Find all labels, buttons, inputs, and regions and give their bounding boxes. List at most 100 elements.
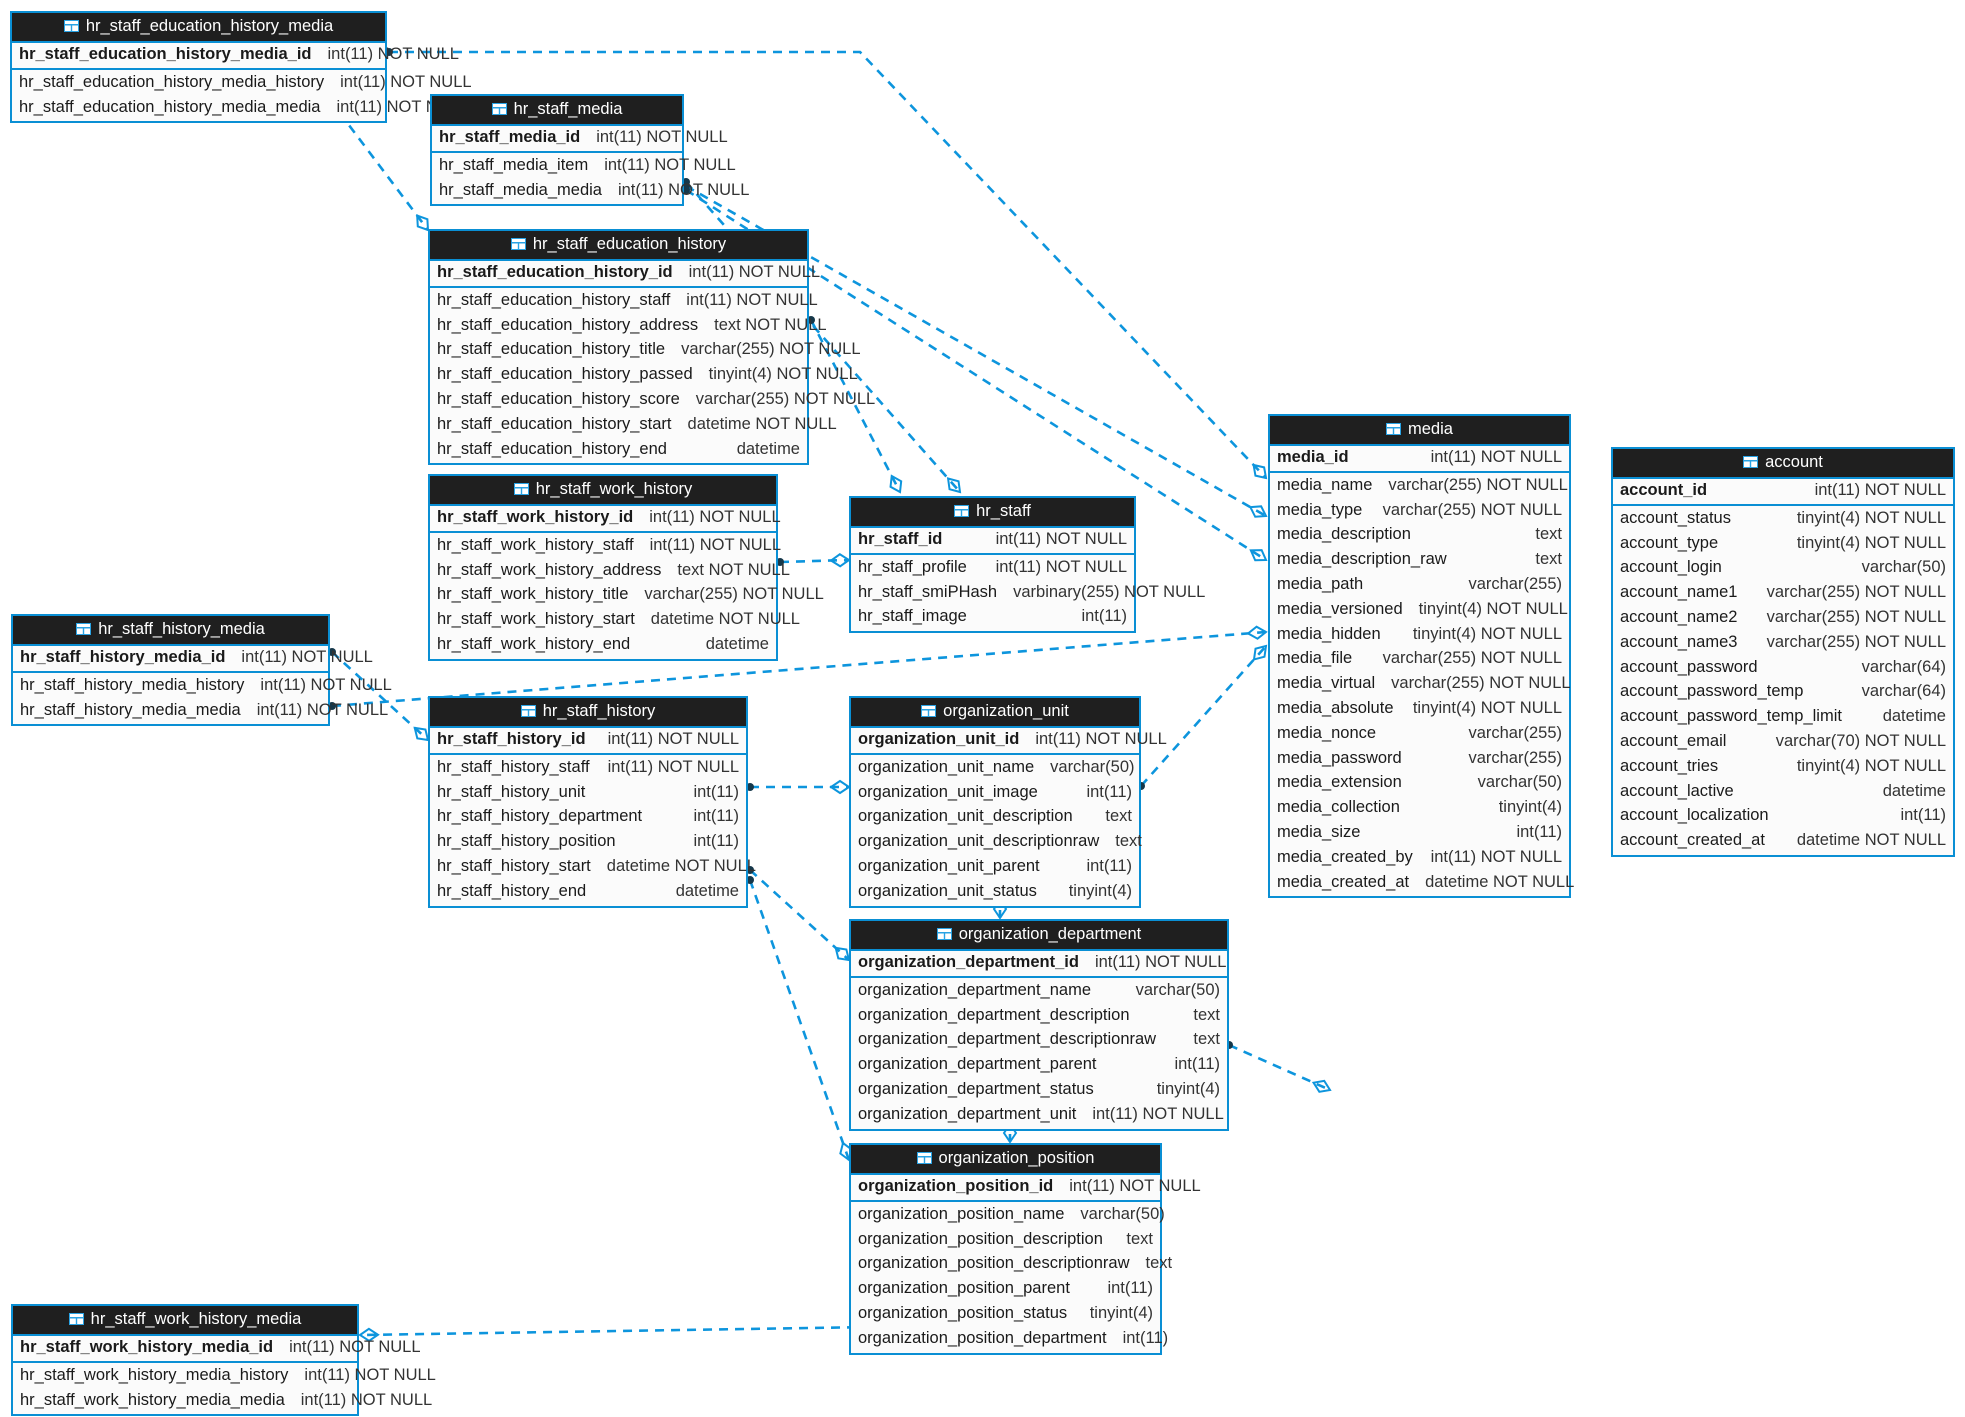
column-type: datetime NOT NULL: [1425, 872, 1575, 891]
column-name: organization_unit_descriptionraw: [858, 832, 1100, 851]
entity-title: hr_staff_history: [542, 702, 656, 720]
column-name: media_virtual: [1277, 674, 1376, 693]
column-type: datetime: [1882, 707, 1946, 726]
column-type: int(11) NOT NULL: [304, 1365, 436, 1384]
column-name: media_versioned: [1277, 599, 1403, 618]
column-name: media_created_by: [1277, 847, 1413, 866]
column-name: hr_staff_education_history_start: [437, 414, 672, 433]
column-name: media_absolute: [1277, 698, 1394, 717]
column-name: hr_staff_media_id: [439, 127, 581, 146]
column-type: text: [1145, 1254, 1173, 1273]
column-name: hr_staff_education_history_media_history: [19, 72, 325, 91]
column-type: int(11): [1122, 1328, 1169, 1347]
column-name: hr_staff_history_end: [437, 881, 587, 900]
primary-key-column: hr_staff_id int(11) NOT NULL: [851, 528, 1134, 553]
column-name: hr_staff_education_history_passed: [437, 365, 693, 384]
column-type: int(11) NOT NULL: [604, 155, 736, 174]
entity-table-organization_department[interactable]: organization_department organization_depa…: [849, 919, 1229, 1131]
column-type: tinyint(4) NOT NULL: [1796, 533, 1946, 552]
column-list: hr_staff_education_history_media_history…: [12, 70, 472, 122]
column-type: varchar(50): [1477, 773, 1562, 792]
entity-title: organization_department: [958, 925, 1142, 943]
column-name: hr_staff_id: [858, 529, 943, 548]
column-type: tinyint(4) NOT NULL: [1412, 624, 1562, 643]
column-type: varchar(70) NOT NULL: [1775, 731, 1946, 750]
column-name: account_type: [1620, 533, 1719, 552]
column-name: organization_position_status: [858, 1303, 1068, 1322]
column-name: media_created_at: [1277, 872, 1410, 891]
column-type: varchar(255) NOT NULL: [1391, 674, 1571, 693]
column-type: int(11): [1516, 822, 1562, 841]
table-icon: [491, 103, 507, 116]
entity-title: media: [1408, 420, 1453, 438]
column-type: tinyint(4): [1498, 798, 1562, 817]
column-type: text: [1126, 1229, 1153, 1248]
column-type: int(11) NOT NULL: [607, 729, 739, 748]
column-name: hr_staff_history_unit: [437, 782, 586, 801]
entity-title: hr_staff_history_media: [98, 620, 265, 638]
column-type: varchar(64): [1861, 682, 1946, 701]
column-type: datetime: [1882, 781, 1946, 800]
column-name: media_name: [1277, 475, 1373, 494]
entity-header: organization_department: [851, 921, 1227, 949]
column-type: varchar(255) NOT NULL: [695, 389, 876, 408]
entity-title: hr_staff_media: [513, 100, 623, 118]
column-type: int(11) NOT NULL: [649, 535, 782, 554]
relation-line: [779, 558, 850, 564]
column-type: int(11) NOT NULL: [1814, 480, 1946, 499]
column-name: organization_department_name: [858, 980, 1091, 999]
column-type: tinyint(4) NOT NULL: [708, 365, 858, 384]
column-name: organization_unit_status: [858, 881, 1037, 900]
column-type: varchar(255): [1468, 748, 1562, 767]
column-type: int(11) NOT NULL: [995, 529, 1127, 548]
column-type: int(11) NOT NULL: [260, 675, 392, 694]
column-name: media_nonce: [1277, 723, 1377, 742]
column-type: text: [1535, 550, 1562, 569]
column-name: account_id: [1620, 480, 1708, 499]
column-type: text: [1193, 1005, 1220, 1024]
